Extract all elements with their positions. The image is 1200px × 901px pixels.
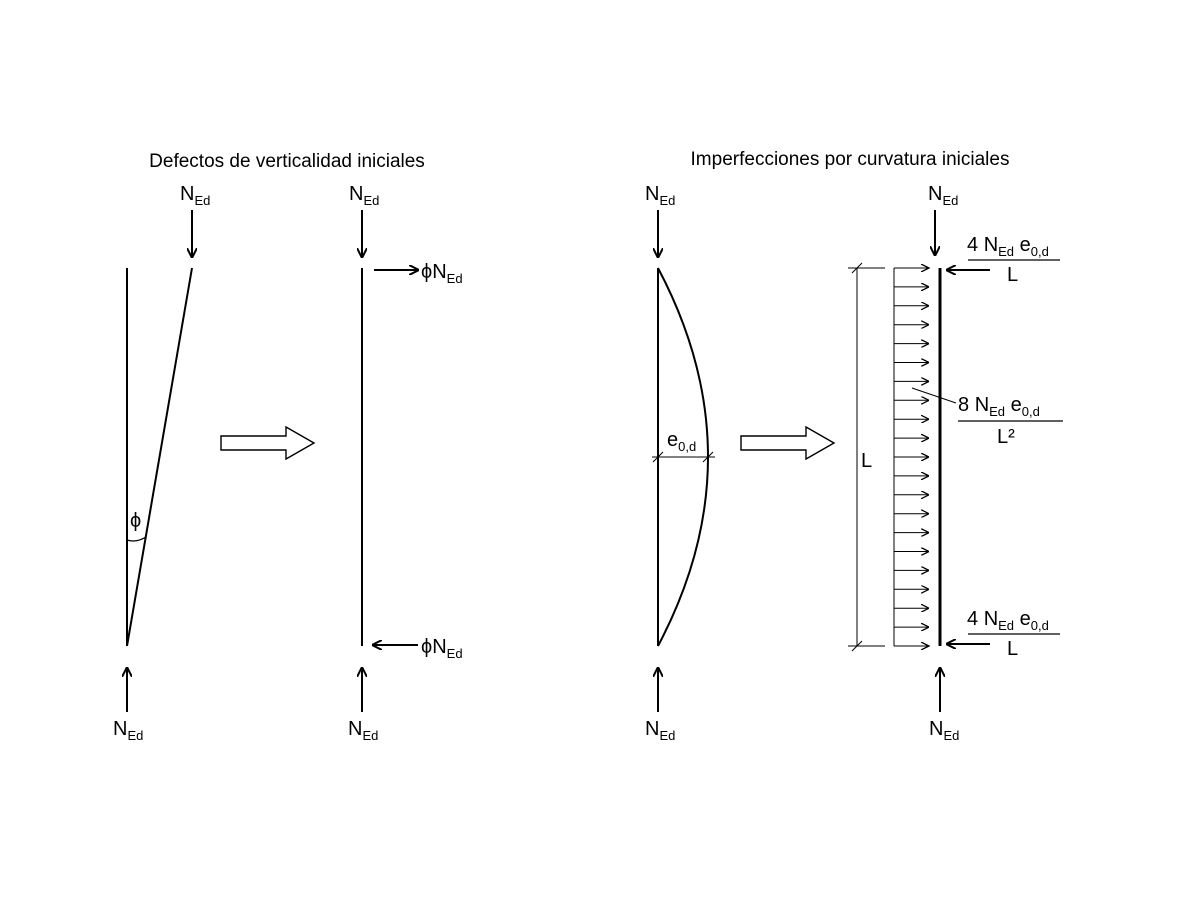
bottom-load-label: NEd (929, 718, 959, 743)
bottom-end-force-denominator: L (1007, 638, 1018, 660)
distributed-load-leader (911, 387, 957, 404)
length-tick-bottom (851, 640, 863, 652)
distributed-load-denominator: L² (997, 426, 1015, 448)
distributed-load-arrows (894, 268, 928, 646)
length-label: L (861, 450, 872, 472)
title-right: Imperfecciones por curvatura iniciales (691, 149, 1010, 170)
bottom-load-label: NEd (348, 718, 378, 743)
equivalence-arrow-1 (220, 425, 316, 461)
length-tick-top (851, 262, 863, 274)
distributed-load-numerator: 8 NEd e0,d (958, 394, 1040, 419)
distributed-load-diagram: L NEd 4 NEd e0,d L 8 NEd e0,d L² 4 NEd e… (848, 183, 1063, 743)
top-end-force-denominator: L (1007, 264, 1018, 286)
top-load-label: NEd (349, 183, 379, 208)
tilted-column-diagram: ϕ NEd NEd (113, 183, 210, 743)
top-end-force-numerator: 4 NEd e0,d (967, 234, 1049, 259)
angle-label: ϕ (130, 510, 141, 532)
bottom-load-label: NEd (113, 718, 143, 743)
bottom-horizontal-force-label: ϕNEd (421, 636, 463, 661)
angle-arc (126, 536, 147, 542)
eccentricity-tick-left (652, 451, 664, 463)
bottom-load-label: NEd (645, 718, 675, 743)
equivalent-column-diagram: NEd ϕNEd ϕNEd NEd (348, 183, 463, 743)
top-load-label: NEd (645, 183, 675, 208)
eccentricity-label: e0,d (667, 429, 696, 454)
top-load-label: NEd (180, 183, 210, 208)
bottom-end-force-numerator: 4 NEd e0,d (967, 608, 1049, 633)
top-load-label: NEd (928, 183, 958, 208)
top-horizontal-force-label: ϕNEd (421, 261, 463, 286)
bowed-column-diagram: e0,d NEd NEd (645, 183, 715, 743)
equivalence-arrow-2 (740, 425, 836, 461)
tilted-column (126, 267, 193, 647)
eccentricity-tick-right (702, 451, 714, 463)
title-left: Defectos de verticalidad iniciales (149, 151, 425, 172)
